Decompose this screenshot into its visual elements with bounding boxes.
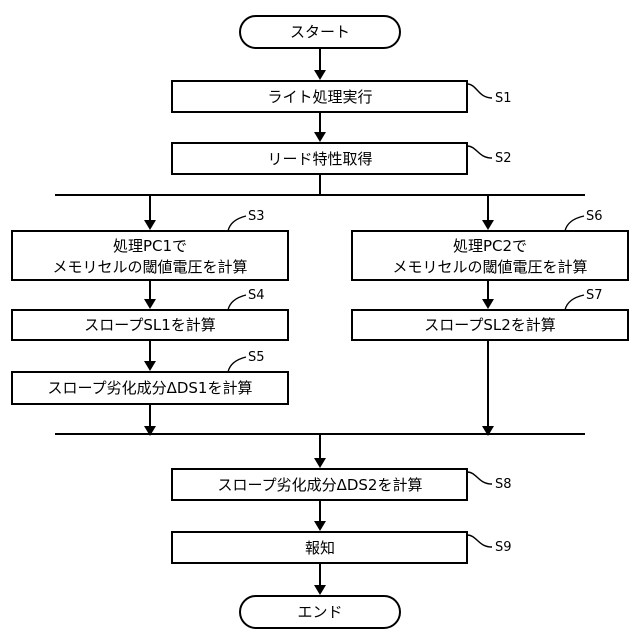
step-s1-label: S1 bbox=[495, 91, 512, 106]
step-s2-text: リード特性取得 bbox=[267, 150, 372, 168]
arrowhead-s3 bbox=[144, 220, 156, 230]
step-s3-text-line1: 処理PC1で bbox=[113, 237, 187, 255]
arrowhead-s4 bbox=[144, 299, 156, 309]
step-s3-leader bbox=[228, 216, 246, 231]
step-s3-label: S3 bbox=[248, 209, 265, 224]
step-s9-label: S9 bbox=[495, 540, 512, 555]
end-node: エンド bbox=[240, 596, 400, 628]
arrowhead-s8 bbox=[314, 458, 326, 468]
step-s7-label: S7 bbox=[586, 288, 603, 303]
step-s7-text: スロープSL2を計算 bbox=[424, 316, 556, 334]
step-s5-leader bbox=[228, 357, 246, 372]
step-s6-text-line1: 処理PC2で bbox=[453, 237, 527, 255]
step-s6: 処理PC2で メモリセルの閾値電圧を計算 S6 bbox=[352, 209, 628, 280]
step-s8-leader bbox=[467, 472, 492, 484]
step-s4-label: S4 bbox=[248, 288, 265, 303]
arrowhead-s5 bbox=[144, 361, 156, 371]
step-s7-leader bbox=[565, 295, 584, 310]
arrowhead-s9 bbox=[314, 521, 326, 531]
step-s7: スロープSL2を計算 S7 bbox=[352, 288, 628, 340]
step-s6-label: S6 bbox=[586, 209, 603, 224]
step-s6-leader bbox=[565, 216, 584, 231]
start-label: スタート bbox=[290, 23, 350, 41]
end-label: エンド bbox=[297, 603, 342, 621]
step-s3-text-line2: メモリセルの閾値電圧を計算 bbox=[52, 258, 247, 276]
step-s8: スロープ劣化成分ΔDS2を計算 S8 bbox=[172, 469, 512, 500]
step-s4-text: スロープSL1を計算 bbox=[84, 316, 216, 334]
arrowhead-s7 bbox=[482, 299, 494, 309]
step-s8-label: S8 bbox=[495, 477, 512, 492]
step-s2-label: S2 bbox=[495, 151, 512, 166]
step-s5-label: S5 bbox=[248, 350, 265, 365]
arrowhead-end bbox=[314, 585, 326, 595]
arrowhead-s2 bbox=[314, 132, 326, 142]
step-s2: リード特性取得 S2 bbox=[172, 143, 512, 174]
step-s9-text: 報知 bbox=[305, 539, 335, 557]
step-s1-text: ライト処理実行 bbox=[267, 88, 372, 106]
step-s9: 報知 S9 bbox=[172, 532, 512, 563]
step-s1: ライト処理実行 S1 bbox=[172, 81, 512, 112]
step-s6-text-line2: メモリセルの閾値電圧を計算 bbox=[392, 258, 587, 276]
arrowhead-s1 bbox=[314, 70, 326, 80]
arrowhead-s6 bbox=[482, 220, 494, 230]
step-s5-text: スロープ劣化成分ΔDS1を計算 bbox=[48, 379, 253, 397]
start-node: スタート bbox=[240, 16, 400, 48]
step-s4-leader bbox=[228, 295, 246, 310]
step-s8-text: スロープ劣化成分ΔDS2を計算 bbox=[218, 476, 423, 494]
step-s9-leader bbox=[467, 535, 492, 547]
step-s2-leader bbox=[467, 146, 492, 158]
step-s1-leader bbox=[467, 84, 492, 98]
